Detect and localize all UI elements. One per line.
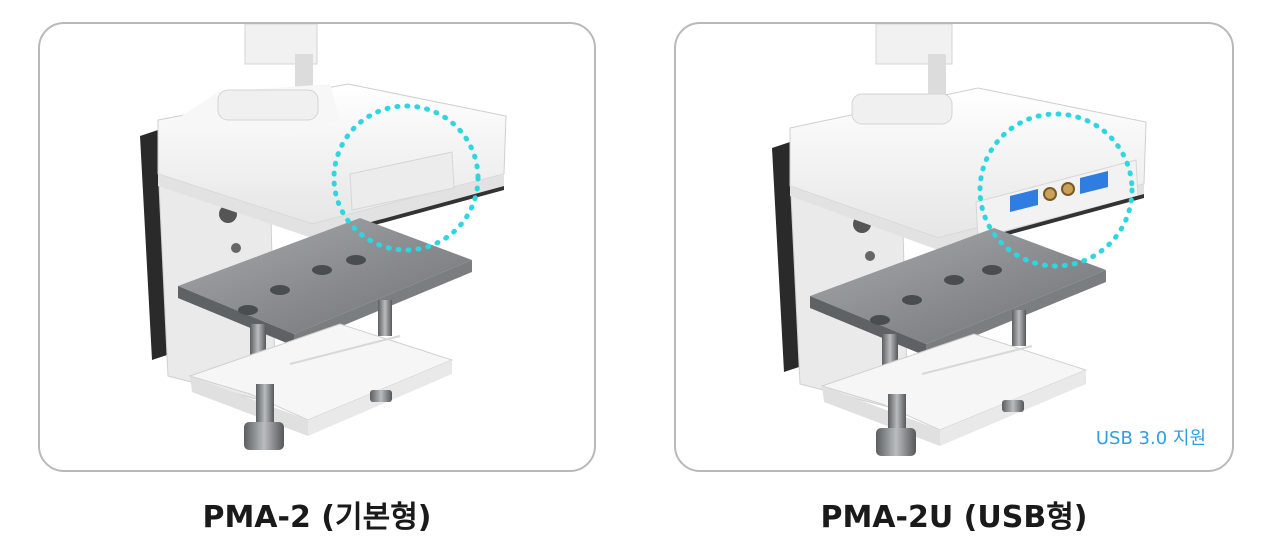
clamp-illustration-usb <box>772 24 1147 456</box>
highlight-circle <box>977 111 1135 269</box>
audio-jack-icon <box>1043 187 1057 201</box>
usb-support-badge: USB 3.0 지원 <box>1095 428 1206 449</box>
product-caption-pma-2: PMA-2 (기본형) <box>202 500 432 535</box>
usb-port-icon <box>1080 171 1108 194</box>
clamp-illustration-basic <box>140 24 507 450</box>
product-card-pma-2 <box>38 22 596 472</box>
product-caption-pma-2u: PMA-2U (USB형) <box>820 500 1088 535</box>
audio-jack-icon <box>1061 182 1075 196</box>
highlight-circle <box>331 103 481 253</box>
product-card-pma-2u: USB 3.0 지원 <box>674 22 1234 472</box>
usb-port-icon <box>1010 189 1038 212</box>
